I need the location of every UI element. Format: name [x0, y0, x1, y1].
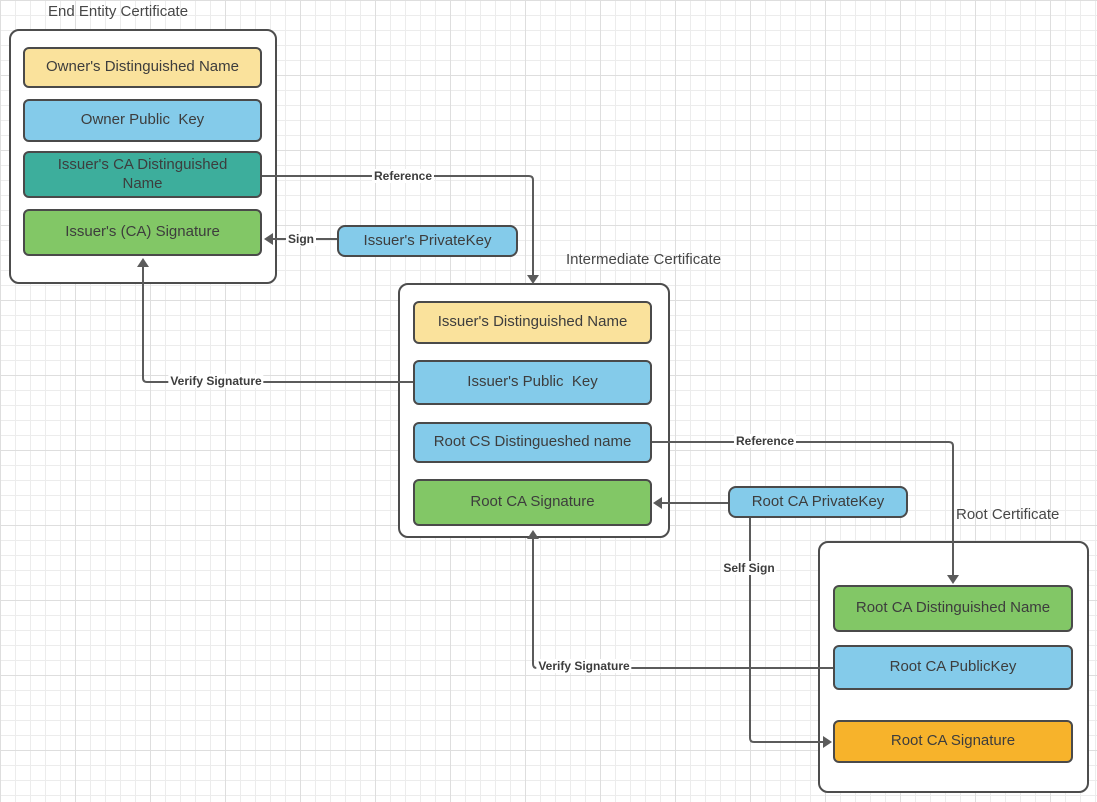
- node-root-ca-publickey: Root CA PublicKey: [833, 645, 1073, 690]
- node-issuers-privatekey: Issuer's PrivateKey: [337, 225, 518, 257]
- intermediate-certificate-title: Intermediate Certificate: [566, 251, 722, 268]
- label-self-sign: Self Sign: [721, 561, 777, 575]
- node-root-ca-privatekey: Root CA PrivateKey: [728, 486, 908, 518]
- label-verify-signature-2: Verify Signature: [536, 659, 632, 673]
- label-sign: Sign: [286, 232, 316, 246]
- root-certificate-title: Root Certificate: [956, 506, 1060, 523]
- node-owner-public-key: Owner Public Key: [23, 99, 262, 142]
- node-issuers-ca-distinguished-name: Issuer's CA Distinguished Name: [23, 151, 262, 198]
- node-root-cs-distingueshed-name: Root CS Distingueshed name: [413, 422, 652, 463]
- label-reference-1: Reference: [371, 169, 435, 183]
- node-root-ca-distinguished-name: Root CA Distinguished Name: [833, 585, 1073, 632]
- node-issuers-distinguished-name: Issuer's Distinguished Name: [413, 301, 652, 344]
- node-issuers-ca-signature: Issuer's (CA) Signature: [23, 209, 262, 256]
- node-root-ca-signature-root: Root CA Signature: [833, 720, 1073, 763]
- node-root-ca-signature-intermediate: Root CA Signature: [413, 479, 652, 526]
- end-entity-certificate-box: Owner's Distinguished Name Owner Public …: [9, 29, 277, 284]
- intermediate-certificate-box: Issuer's Distinguished Name Issuer's Pub…: [398, 283, 670, 538]
- arrow-verify-signature-2: [527, 530, 833, 669]
- node-owners-distinguished-name: Owner's Distinguished Name: [23, 47, 262, 88]
- label-verify-signature-1: Verify Signature: [168, 374, 264, 388]
- label-reference-2: Reference: [733, 434, 797, 448]
- end-entity-certificate-title: End Entity Certificate: [48, 3, 189, 20]
- root-certificate-box: Root CA Distinguished Name Root CA Publi…: [818, 541, 1089, 793]
- node-issuers-public-key: Issuer's Public Key: [413, 360, 652, 405]
